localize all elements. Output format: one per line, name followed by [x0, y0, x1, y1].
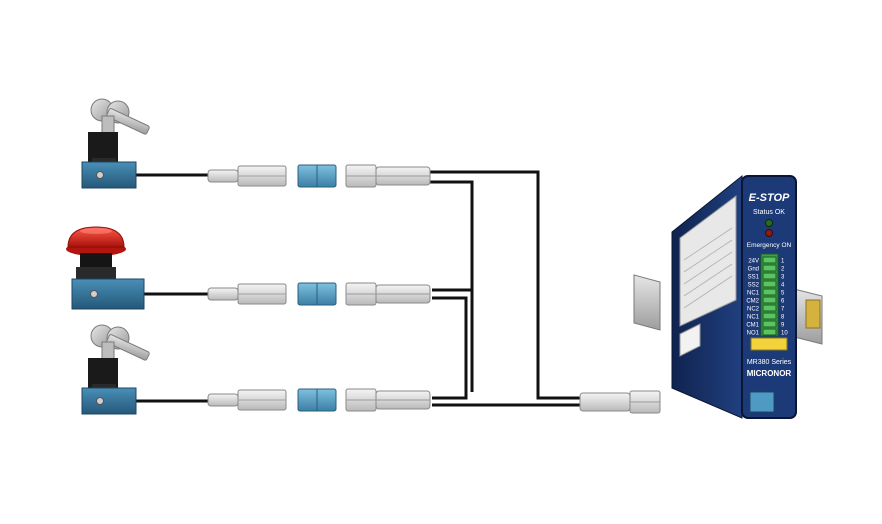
terminal-label: Gnd	[748, 267, 759, 273]
module-title: E-STOP	[749, 192, 790, 204]
lc-duplex-connector	[345, 164, 431, 188]
terminal-label: SS2	[748, 283, 760, 289]
switch-screw	[96, 397, 104, 405]
terminal-screw	[762, 328, 777, 336]
lc-connector	[207, 165, 287, 187]
terminal-label: CM2	[746, 299, 759, 305]
terminal-number: 3	[781, 275, 785, 281]
terminal-screw	[762, 296, 777, 304]
module-emergency-label: Emergency ON	[747, 242, 792, 249]
switch-screw	[96, 171, 104, 179]
key-icon	[90, 98, 150, 135]
key-switch-device-3[interactable]	[81, 324, 150, 415]
key-switch-device-1[interactable]	[81, 98, 150, 189]
estop-body	[71, 278, 145, 310]
switch-collar	[92, 384, 116, 390]
module-brand: MICRONOR	[747, 369, 792, 378]
connector-row-3	[207, 388, 431, 412]
terminal-screw	[762, 272, 777, 280]
module-yellow-label	[750, 337, 788, 351]
terminal-screw	[762, 312, 777, 320]
fiber-coupler	[297, 388, 337, 412]
mushroom-button-icon	[66, 226, 126, 256]
terminal-number: 4	[781, 283, 785, 289]
terminal-label: NC2	[747, 307, 760, 313]
terminal-number: 8	[781, 315, 785, 321]
switch-collar	[92, 158, 116, 164]
terminal-label: NC1	[747, 291, 760, 297]
lc-duplex-connector	[345, 282, 431, 306]
status-led	[765, 219, 773, 227]
module-status-label: Status OK	[753, 209, 785, 216]
terminal-number: 2	[781, 267, 785, 273]
emergency-stop-device[interactable]	[66, 226, 145, 310]
din-rail	[633, 274, 823, 345]
terminal-screw	[762, 280, 777, 288]
estop-screw	[90, 290, 98, 298]
terminal-screw	[762, 256, 777, 264]
terminal-number: 9	[781, 323, 785, 329]
terminal-screw	[762, 264, 777, 272]
cable-route-1b	[428, 180, 474, 292]
lc-connector	[207, 283, 287, 305]
terminal-number: 5	[781, 291, 785, 297]
emergency-led	[765, 229, 773, 237]
connector-row-2	[207, 282, 431, 306]
module-fiber-port	[749, 391, 775, 413]
terminal-number: 10	[781, 331, 788, 337]
key-icon	[90, 324, 150, 361]
terminal-number: 6	[781, 299, 785, 305]
switch-head	[88, 132, 118, 162]
terminal-label: NO1	[747, 331, 760, 337]
terminal-label: SS1	[748, 275, 760, 281]
fiber-cables	[134, 170, 582, 407]
terminal-number: 1	[781, 259, 785, 265]
module-input-connector	[579, 390, 661, 414]
estop-stem	[80, 253, 112, 269]
terminal-label: CM1	[746, 323, 759, 329]
connector-rows	[207, 164, 431, 412]
terminal-label: NC1	[747, 315, 760, 321]
terminal-screw	[762, 288, 777, 296]
terminal-screw	[762, 304, 777, 312]
estop-collar	[76, 267, 116, 279]
switch-head	[88, 358, 118, 388]
terminal-number: 7	[781, 307, 785, 313]
lc-duplex-connector	[345, 388, 431, 412]
module-side-label	[679, 195, 737, 327]
switch-body	[81, 161, 137, 189]
terminal-label: 24V	[748, 259, 759, 265]
lc-connector	[207, 389, 287, 411]
fiber-coupler	[297, 164, 337, 188]
connector-row-1	[207, 164, 431, 188]
cable-route-1a	[428, 170, 582, 400]
module-series-label: MR380 Series	[747, 359, 792, 366]
cable-route-2	[432, 296, 468, 400]
terminal-screw	[762, 320, 777, 328]
switch-body	[81, 387, 137, 415]
fiber-coupler	[297, 282, 337, 306]
